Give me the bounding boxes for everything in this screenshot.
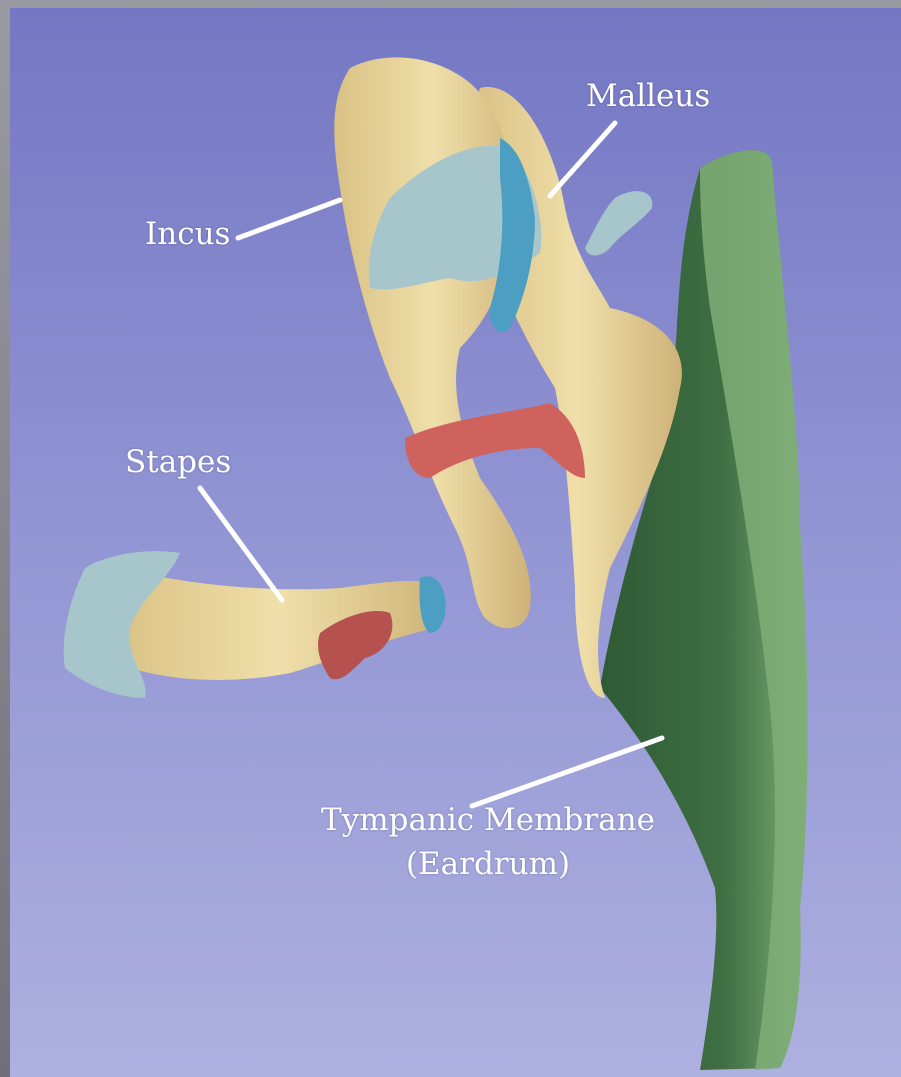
tympanic-membrane-shape <box>600 150 808 1070</box>
ossicles-render <box>10 8 901 1077</box>
stapes-shape <box>64 551 446 698</box>
stapes-leader-line <box>200 488 282 600</box>
3d-viewport[interactable]: Malleus Incus Stapes Tympanic Membrane (… <box>10 8 901 1077</box>
tympanic-membrane-label-line1: Tympanic Membrane <box>288 798 688 842</box>
incus-label: Incus <box>145 216 230 252</box>
incus-leader-line <box>238 200 340 238</box>
tympanic-membrane-label-line2: (Eardrum) <box>288 842 688 886</box>
stapes-label: Stapes <box>125 444 231 480</box>
tympanic-leader-line <box>472 738 662 806</box>
malleus-label: Malleus <box>586 78 710 114</box>
malleus-leader-line <box>550 123 615 196</box>
